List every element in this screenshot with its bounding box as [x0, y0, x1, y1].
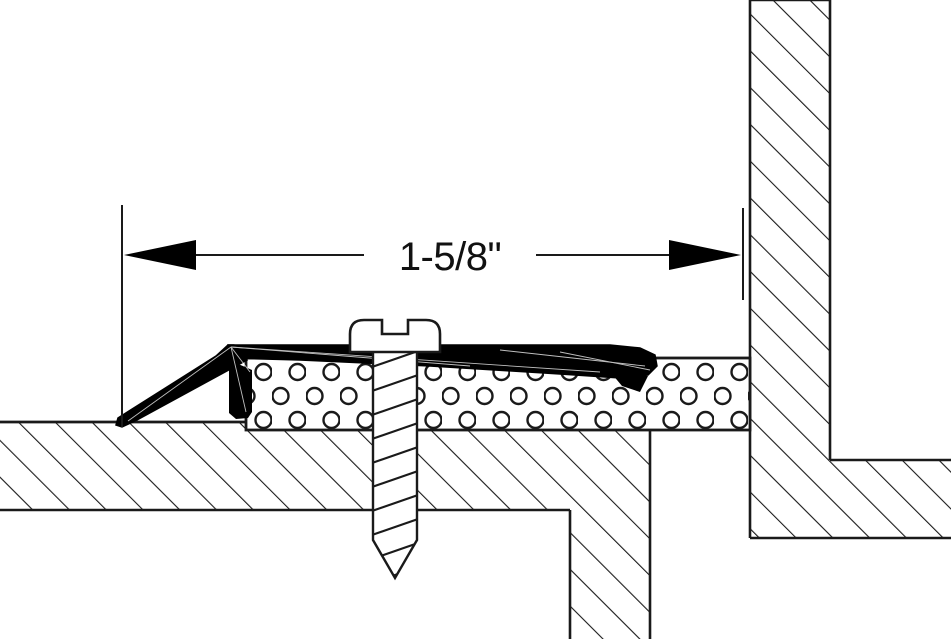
screw-head [348, 318, 442, 354]
wall-stud [748, 0, 832, 538]
metal-transition-trim [115, 344, 658, 428]
fastener-screw [348, 318, 442, 581]
trim-ramp-thickness [116, 356, 247, 427]
screw-shank [371, 344, 419, 581]
floor-slab [0, 420, 652, 512]
trim-right-kick [612, 374, 648, 392]
dimension-label: 1-5/8" [399, 235, 501, 279]
dimension-annotation: 1-5/8" [121, 205, 744, 427]
wall-assembly [748, 0, 951, 540]
floor-assembly [0, 420, 652, 639]
dimension-arrowhead-left [124, 240, 196, 270]
wall-foot [750, 458, 951, 540]
dimension-arrowhead-right [669, 240, 741, 270]
floor-joist [568, 510, 652, 639]
